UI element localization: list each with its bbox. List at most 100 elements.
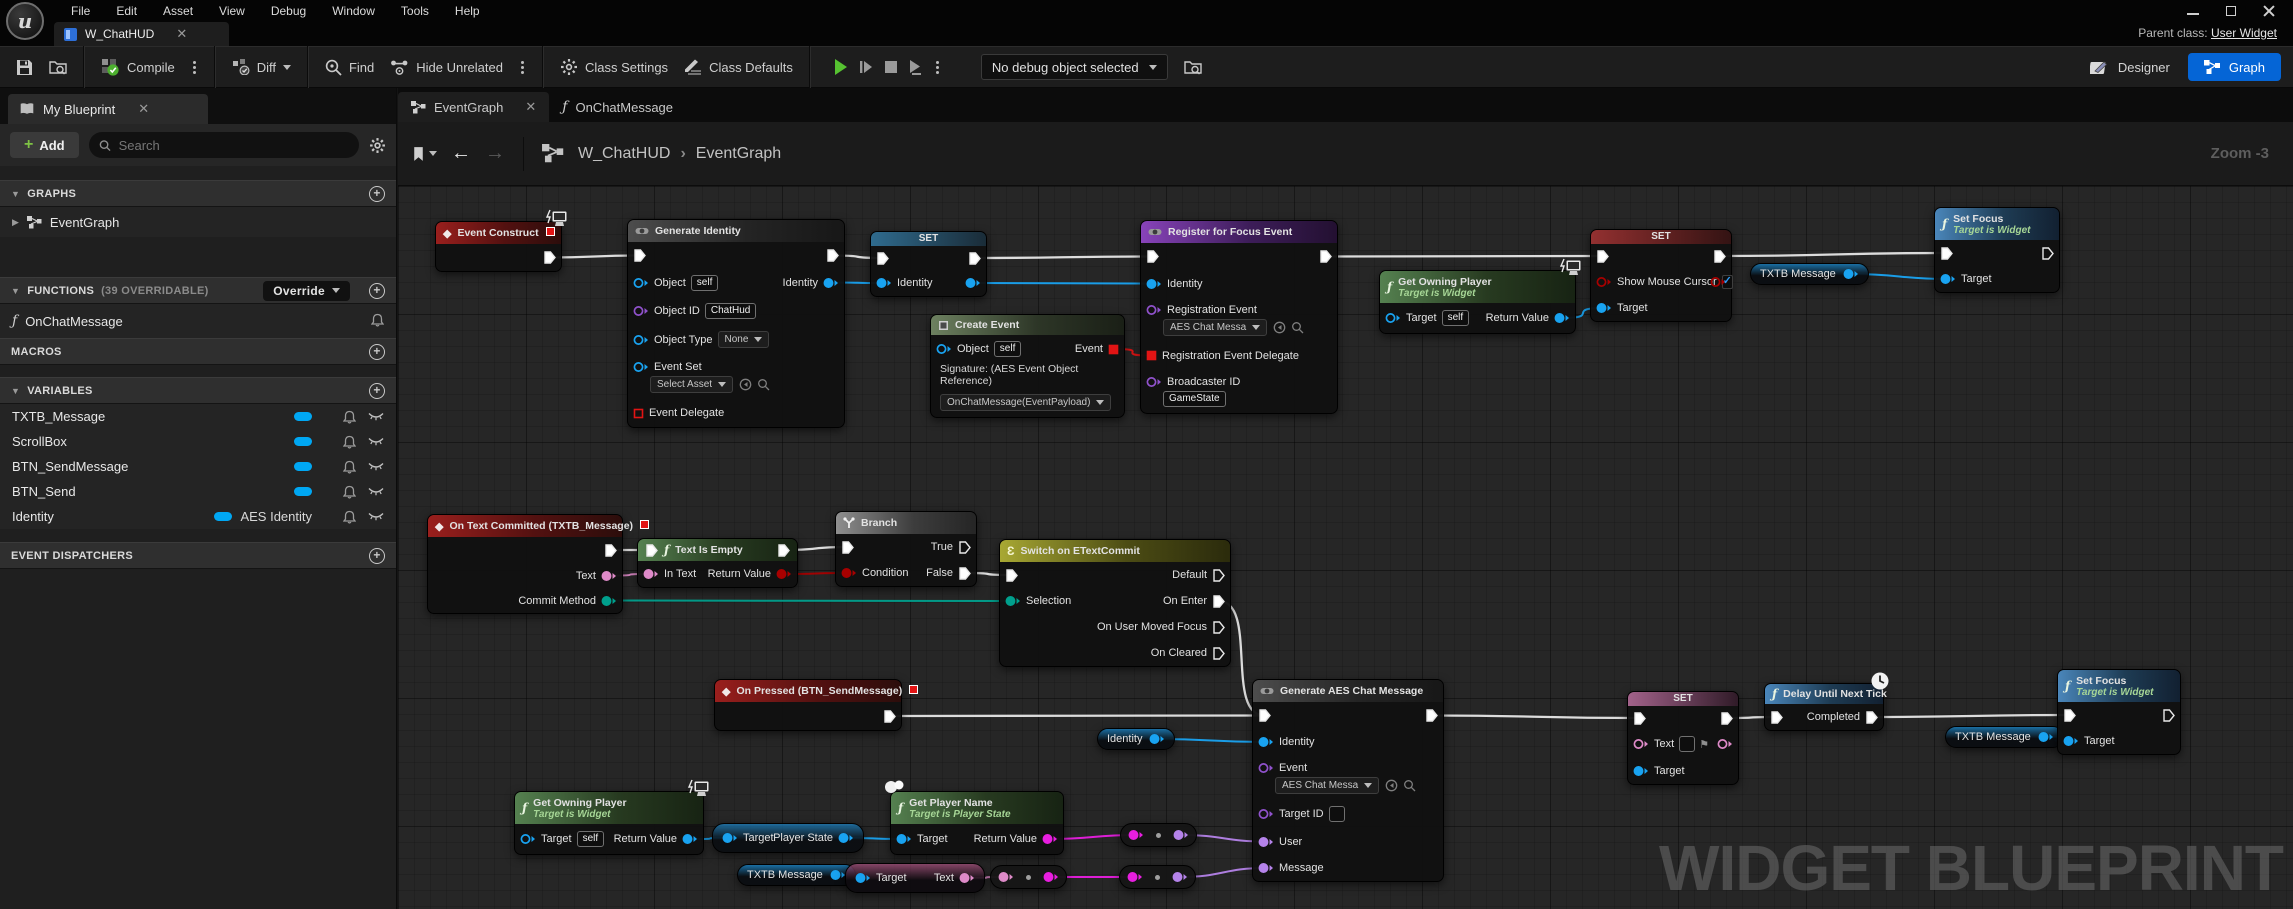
more-options-icon[interactable] (191, 60, 198, 74)
pin-bool[interactable] (1596, 276, 1612, 288)
browse-to-asset-button[interactable] (49, 59, 67, 75)
pin-name[interactable] (1146, 304, 1162, 316)
parent-class-link[interactable]: User Widget (2210, 26, 2277, 40)
pin-execIn[interactable] (2063, 708, 2076, 722)
menu-help[interactable]: Help (454, 4, 480, 18)
pin-targetIn[interactable] (1633, 765, 1649, 777)
pin-in[interactable] (998, 871, 1014, 883)
pin-exec[interactable] (1212, 646, 1225, 660)
forward-button[interactable]: → (485, 142, 505, 164)
pin-returnOut[interactable] (682, 833, 698, 845)
dropdown[interactable]: Select Asset (650, 375, 734, 393)
pin-execIn[interactable] (1770, 710, 1783, 724)
pin-execOut[interactable] (826, 249, 839, 262)
pin-identityIn[interactable] (1146, 278, 1162, 290)
pin-execOut[interactable] (1713, 249, 1726, 263)
menu-edit[interactable]: Edit (116, 4, 138, 18)
override-dropdown[interactable]: Override (263, 280, 350, 301)
settings-gear-icon[interactable] (369, 137, 386, 154)
class-settings-button[interactable]: Class Settings (560, 58, 668, 76)
eye-closed-icon[interactable] (368, 487, 384, 496)
compile-button[interactable]: Compile (101, 58, 175, 76)
node-n1-event-construct[interactable]: ◆Event Construct (435, 209, 568, 272)
stop-button[interactable] (884, 60, 898, 74)
pin-exec[interactable] (1212, 620, 1225, 634)
delegate-pin[interactable] (908, 684, 919, 698)
pin-condIn[interactable] (841, 567, 857, 579)
frame-skip-button[interactable] (859, 59, 874, 75)
pin-out[interactable] (1843, 268, 1859, 280)
pin-execIn[interactable] (1940, 246, 1953, 260)
pin-returnOut[interactable] (776, 568, 792, 580)
pin-object[interactable] (1385, 312, 1401, 324)
dropdown[interactable]: OnChatMessage(EventPayload) (940, 393, 1112, 411)
pin-out[interactable] (830, 869, 846, 881)
pin-identityOut[interactable] (823, 277, 839, 289)
pin-inText[interactable] (643, 568, 659, 580)
back-button[interactable]: ← (451, 142, 471, 164)
use-selected-icon[interactable] (1385, 779, 1398, 792)
variable-type-pill[interactable] (294, 437, 312, 446)
use-selected-icon[interactable] (1273, 321, 1286, 334)
pin-execIn[interactable] (1633, 711, 1646, 725)
menu-view[interactable]: View (219, 4, 245, 18)
node-n8-txtb-message[interactable]: TXTB Message (1750, 263, 1869, 285)
close-tab-icon[interactable]: ✕ (176, 26, 188, 41)
pin-exec[interactable] (1212, 568, 1225, 582)
pin-execIn[interactable] (1258, 709, 1271, 722)
pin-targetIn[interactable] (722, 832, 738, 844)
use-selected-icon[interactable] (739, 378, 752, 391)
pin-object[interactable] (936, 343, 952, 355)
menu-asset[interactable]: Asset (163, 4, 194, 18)
pin-out[interactable] (1173, 829, 1189, 841)
variable-row-btn_send[interactable]: BTN_Send (0, 479, 396, 504)
variable-type-pill[interactable] (214, 512, 233, 521)
bookmark-button[interactable] (412, 146, 437, 162)
search-icon[interactable] (757, 378, 770, 391)
close-panel-icon[interactable]: ✕ (138, 101, 150, 116)
pin-execOut[interactable] (1720, 711, 1733, 725)
dropdown[interactable]: None (717, 331, 770, 348)
find-button[interactable]: Find (325, 59, 374, 76)
delegate-pin[interactable] (639, 519, 650, 533)
add-function-icon[interactable]: + (369, 282, 385, 299)
minimize-icon[interactable] (2187, 5, 2199, 17)
variable-row-txtb_message[interactable]: TXTB_Message (0, 404, 396, 429)
value-box[interactable]: ChatHud (704, 302, 757, 319)
menu-tools[interactable]: Tools (400, 4, 429, 18)
pin-object[interactable] (520, 833, 536, 845)
bell-icon[interactable] (343, 410, 356, 424)
pin-out[interactable] (1149, 733, 1165, 745)
pin-out[interactable] (2038, 731, 2054, 743)
sidebar-item-eventgraph[interactable]: ▶ EventGraph (0, 207, 396, 237)
add-macro-icon[interactable]: + (369, 343, 385, 360)
class-defaults-button[interactable]: Class Defaults (684, 59, 793, 75)
pin-execIn[interactable] (876, 251, 889, 265)
pin-execIn[interactable] (1596, 249, 1609, 263)
pin-in[interactable] (1127, 871, 1143, 883)
pin-returnOut[interactable] (1042, 833, 1058, 845)
pin-out[interactable] (1043, 871, 1059, 883)
pin-execIn[interactable] (645, 543, 658, 557)
variable-row-scrollbox[interactable]: ScrollBox (0, 429, 396, 454)
pin-onEnterOut[interactable] (1212, 594, 1225, 608)
pin-name[interactable] (1258, 762, 1274, 774)
pin-execIn[interactable] (1005, 568, 1018, 582)
node-n27[interactable] (990, 865, 1067, 889)
value-box[interactable] (1328, 806, 1345, 822)
collapse-icon[interactable]: ▼ (11, 285, 21, 296)
pin-execOut[interactable] (777, 543, 790, 557)
collapse-icon[interactable]: ▼ (11, 385, 21, 396)
